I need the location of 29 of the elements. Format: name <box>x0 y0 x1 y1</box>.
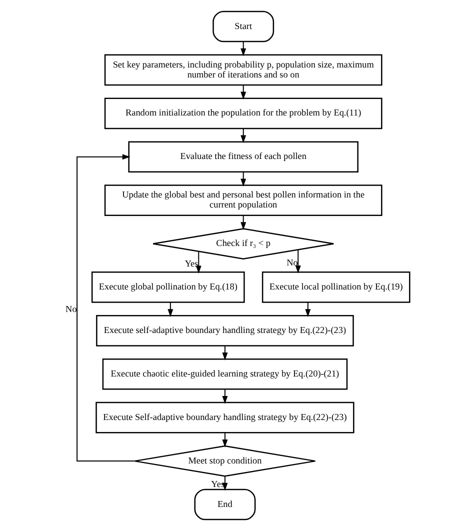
arrow <box>240 128 246 144</box>
arrow <box>222 389 228 404</box>
node-box: End <box>194 488 256 520</box>
node-box: Execute Self-adaptive boundary handling strategy by Eq.(22)-(23) <box>95 402 354 434</box>
arrow <box>76 154 134 462</box>
arrow <box>304 302 310 317</box>
node-box: Execute global pollination by Eq.(18) <box>90 272 244 303</box>
node-box: Start <box>212 10 274 42</box>
edge-label: No <box>65 304 76 314</box>
node-box: Evaluate the fitness of each pollen <box>128 141 358 173</box>
node-box: Execute self-adaptive boundary handling strategy by Eq.(22)-(23) <box>96 315 354 346</box>
arrow <box>195 252 201 274</box>
node-box: Set key parameters, including probability p, population size, maximum number of iterations and so on <box>104 54 382 86</box>
arrow <box>240 172 246 187</box>
node-diamond: Meet stop condition <box>134 445 316 477</box>
arrow <box>167 302 173 317</box>
arrow <box>240 216 246 230</box>
node-box: Random initialization the population for the problem by Eq.(11) <box>104 98 382 130</box>
arrow <box>240 42 246 56</box>
node-box: Update the global best and personal best pollen information in the current population <box>104 184 382 216</box>
edge-label: Yes <box>184 258 198 268</box>
edge-label: No <box>286 257 298 268</box>
node-box: Execute local pollination by Eq.(19) <box>261 272 410 303</box>
node-box: Execute chaotic elite-guided learning strategy by Eq.(20)-(21) <box>102 358 348 390</box>
arrow <box>222 432 228 448</box>
arrow <box>240 85 246 100</box>
node-diamond: Check if r₃ < p <box>152 228 334 260</box>
arrow <box>294 250 300 274</box>
arrow <box>222 346 228 360</box>
